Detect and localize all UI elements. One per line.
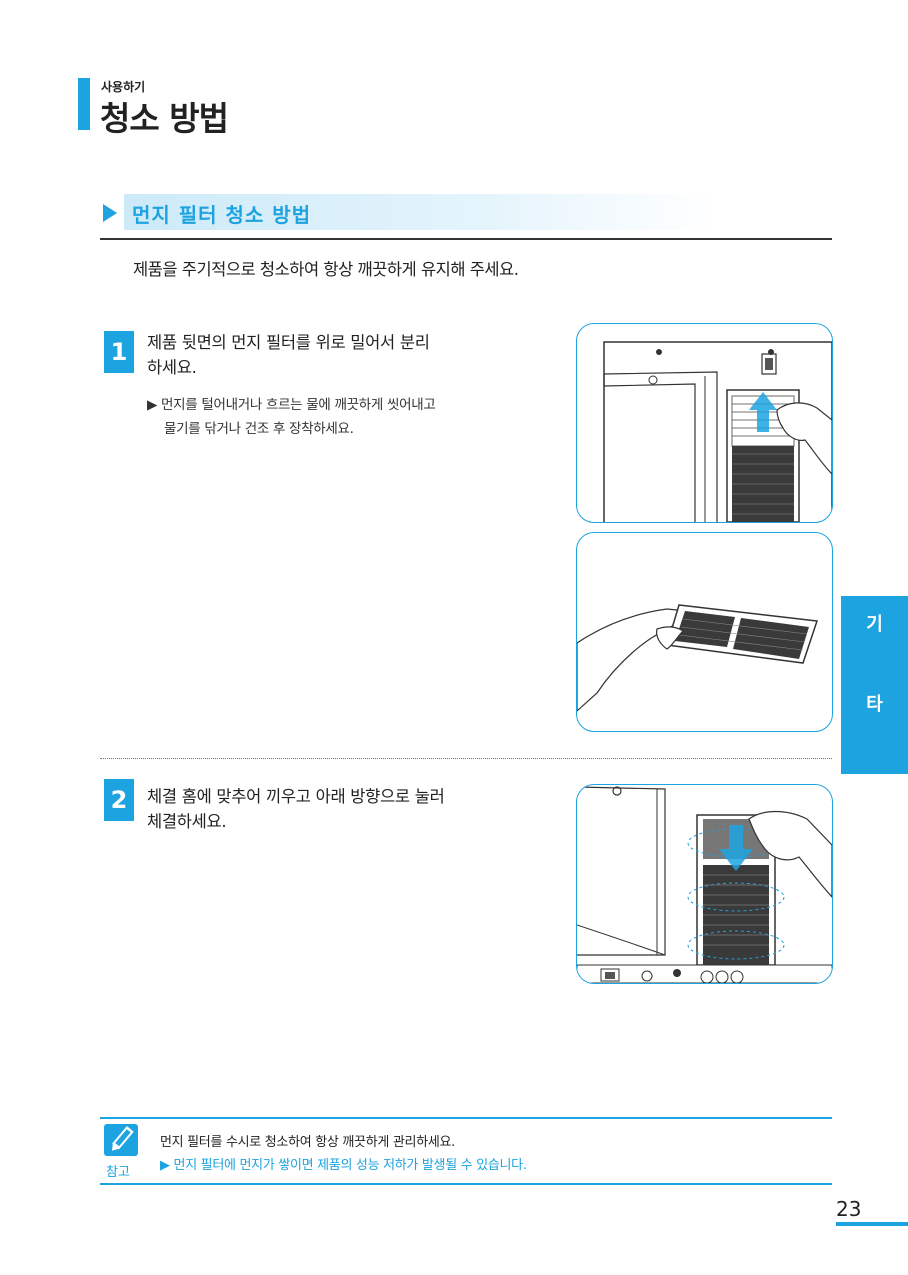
header-subtitle: 사용하기 (101, 80, 146, 94)
section-intro: 제품을 주기적으로 청소하여 항상 깨끗하게 유지해 주세요. (133, 260, 519, 279)
illustration-filter-install (576, 784, 833, 984)
side-tab-char-2: 타 (866, 694, 883, 715)
step-2-text-line2: 체결하세요. (147, 812, 227, 831)
step-2-text: 체결 홈에 맞추어 끼우고 아래 방향으로 눌러 체결하세요. (147, 784, 557, 834)
note-line-1: 먼지 필터를 수시로 청소하여 항상 깨끗하게 관리하세요. (160, 1135, 456, 1150)
section-divider (100, 238, 832, 240)
page-number: 23 (836, 1197, 862, 1221)
step-1-text: 제품 뒷면의 먼지 필터를 위로 밀어서 분리 하세요. (147, 330, 557, 380)
side-chapter-tab (841, 596, 908, 774)
step-number-2: 2 (104, 779, 134, 821)
pencil-note-icon (104, 1124, 138, 1156)
triangle-right-icon (103, 204, 117, 222)
header-accent-bar (78, 78, 90, 130)
page-number-underline (836, 1222, 908, 1226)
step-1-note: ▶먼지를 털어내거나 흐르는 물에 깨끗하게 씻어내고 물기를 닦거나 건조 후… (147, 393, 557, 441)
note-bottom-rule (100, 1183, 832, 1185)
section-title-band (124, 194, 716, 230)
step-1-note-line1: 먼지를 털어내거나 흐르는 물에 깨끗하게 씻어내고 (161, 397, 436, 413)
side-tab-char-1: 기 (866, 614, 883, 635)
page-title: 청소 방법 (100, 99, 229, 138)
illustration-filter-removal (576, 323, 833, 523)
note-top-rule (100, 1117, 832, 1119)
step-1-note-line2: 물기를 닦거나 건조 후 장착하세요. (164, 421, 354, 437)
illustration-filter-held (576, 532, 833, 732)
note-line-2: ▶ 먼지 필터에 먼지가 쌓이면 제품의 성능 저하가 발생될 수 있습니다. (160, 1158, 527, 1173)
step-1-text-line2: 하세요. (147, 358, 197, 377)
step-number-1: 1 (104, 331, 134, 373)
step-divider (100, 758, 832, 759)
section-title: 먼지 필터 청소 방법 (132, 203, 312, 227)
bullet-triangle-icon: ▶ (147, 397, 158, 413)
step-1-text-line1: 제품 뒷면의 먼지 필터를 위로 밀어서 분리 (147, 333, 430, 352)
step-2-text-line1: 체결 홈에 맞추어 끼우고 아래 방향으로 눌러 (147, 787, 445, 806)
note-label: 참고 (106, 1165, 130, 1180)
